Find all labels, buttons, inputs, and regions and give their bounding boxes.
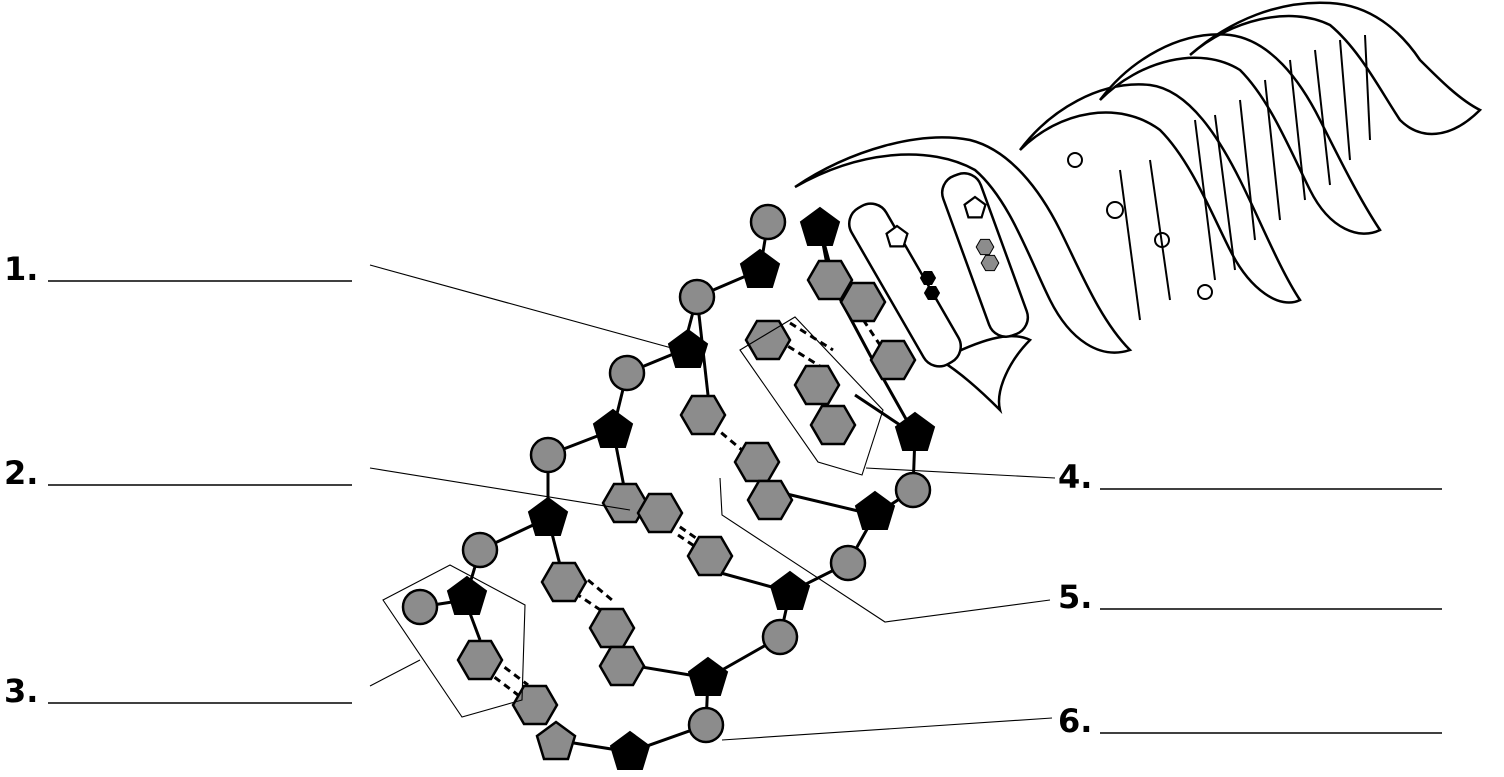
base-purine [839, 281, 887, 323]
sugar [688, 657, 728, 696]
helix-ribbon-mid [1019, 83, 1302, 304]
phosphate [608, 354, 646, 392]
phosphate [761, 618, 799, 656]
sugar [610, 731, 650, 770]
sugar [770, 571, 810, 610]
highlight-box-nucleotide [382, 564, 526, 718]
leader-line-5 [719, 477, 1051, 623]
base-pyrimidine [540, 561, 588, 603]
helix-ribbon-lower [937, 334, 1033, 415]
base-pentagon [535, 720, 577, 761]
base-purine [809, 404, 857, 446]
label-4-number: 4. [1058, 458, 1092, 496]
label-3-number: 3. [4, 672, 38, 710]
helix-small-bases [885, 152, 1213, 300]
base-purine [793, 364, 841, 406]
leader-lines [369, 264, 1056, 741]
base-purine [733, 441, 781, 483]
phosphates [401, 203, 932, 744]
label-1-number: 1. [4, 250, 38, 288]
base-pyrimidine [456, 639, 504, 681]
base-pyrimidine [679, 394, 727, 436]
phosphate [829, 544, 867, 582]
leader-line-4 [865, 467, 1056, 479]
highlight-box-base-pair [739, 316, 884, 476]
base-purine [746, 479, 794, 521]
label-1: 1. [4, 250, 352, 288]
helix-rungs [1119, 34, 1371, 321]
phosphate [461, 531, 499, 569]
label-3: 3. [4, 672, 352, 710]
helix-ribbon-front [794, 136, 1133, 354]
sugar [800, 207, 840, 246]
double-helix-illustration [794, 1, 1483, 415]
label-5: 5. [1058, 578, 1442, 616]
phosphate [529, 436, 567, 474]
phosphate [749, 203, 787, 241]
sugar [528, 497, 568, 536]
sugar [855, 491, 895, 530]
sugar [593, 409, 633, 448]
helix-ribbon-top [1189, 1, 1483, 136]
leader-line-2 [369, 467, 631, 511]
base-purine [636, 492, 684, 534]
label-6-number: 6. [1058, 702, 1092, 740]
phosphate [678, 278, 716, 316]
base-purine [598, 645, 646, 687]
label-2: 2. [4, 454, 352, 492]
leader-line-6 [721, 717, 1053, 741]
leader-line-1 [369, 264, 698, 356]
helix-ribbon-back [1099, 33, 1382, 235]
label-2-number: 2. [4, 454, 38, 492]
base-pyrimidine [686, 535, 734, 577]
label-6: 6. [1058, 702, 1442, 740]
phosphate [401, 588, 439, 626]
base-pyrimidine [744, 319, 792, 361]
base-purine [588, 607, 636, 649]
sugar [895, 412, 935, 451]
sugar [740, 249, 780, 288]
sugar [447, 576, 487, 615]
label-5-number: 5. [1058, 578, 1092, 616]
base-pyrimidine [869, 339, 917, 381]
phosphate [894, 471, 932, 509]
label-4: 4. [1058, 458, 1442, 496]
base-purine [511, 684, 559, 726]
phosphate [687, 706, 725, 744]
leader-line-3 [369, 659, 421, 687]
